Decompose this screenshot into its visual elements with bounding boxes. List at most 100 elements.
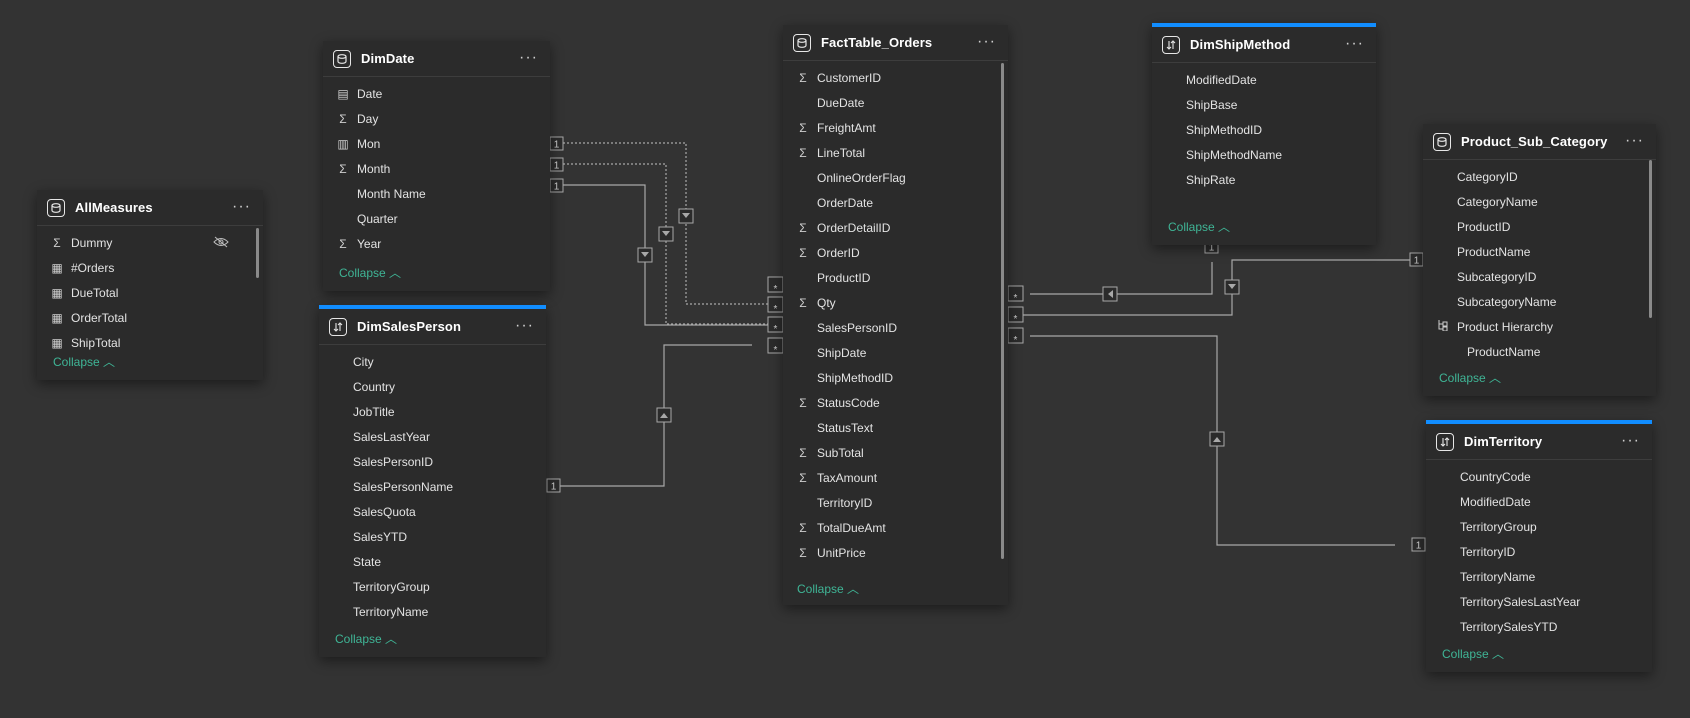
field-row[interactable]: ProductID xyxy=(1423,214,1656,239)
field-row[interactable]: ShipMethodID xyxy=(783,365,1008,390)
hidden-eye-icon[interactable] xyxy=(213,236,229,251)
field-row[interactable]: CategoryID xyxy=(1423,164,1656,189)
field-row[interactable]: ModifiedDate xyxy=(1152,67,1376,92)
field-row[interactable]: TerritoryGroup xyxy=(1426,514,1652,539)
table-header[interactable]: DimSalesPerson ··· xyxy=(319,309,546,345)
more-options-button[interactable]: ··· xyxy=(519,49,538,66)
field-row[interactable]: SubcategoryName xyxy=(1423,289,1656,314)
collapse-button[interactable]: Collapse ︿ xyxy=(1439,371,1502,385)
collapse-button[interactable]: Collapse ︿ xyxy=(1168,220,1231,234)
scrollbar[interactable] xyxy=(1001,63,1004,559)
more-options-button[interactable]: ··· xyxy=(515,317,534,334)
field-row[interactable]: ProductName xyxy=(1423,239,1656,264)
field-row[interactable]: SalesPersonName xyxy=(319,474,546,499)
table-header[interactable]: DimTerritory ··· xyxy=(1426,424,1652,460)
field-row[interactable]: JobTitle xyxy=(319,399,546,424)
table-card-product-sub-category[interactable]: Product_Sub_Category ··· CategoryID Cate… xyxy=(1423,124,1656,396)
relationship-line-shipmethod[interactable] xyxy=(1030,262,1213,295)
field-row[interactable]: ▥Mon xyxy=(323,131,550,156)
more-options-button[interactable]: ··· xyxy=(1621,432,1640,449)
more-options-button[interactable]: ··· xyxy=(232,198,251,215)
field-row[interactable]: ModifiedDate xyxy=(1426,489,1652,514)
relationship-line-dimdate-date-2[interactable] xyxy=(563,163,770,325)
field-row[interactable]: ShipMethodName xyxy=(1152,142,1376,167)
field-row[interactable]: City xyxy=(319,349,546,374)
field-row[interactable]: ▤Date xyxy=(323,81,550,106)
field-row[interactable]: OnlineOrderFlag xyxy=(783,165,1008,190)
field-row[interactable]: SalesQuota xyxy=(319,499,546,524)
more-options-button[interactable]: ··· xyxy=(1625,132,1644,149)
field-row[interactable]: DueDate xyxy=(783,90,1008,115)
field-row[interactable]: State xyxy=(319,549,546,574)
field-row[interactable]: TerritoryName xyxy=(319,599,546,624)
more-options-button[interactable]: ··· xyxy=(1345,35,1364,52)
field-row[interactable]: Country xyxy=(319,374,546,399)
field-row[interactable]: TerritoryID xyxy=(1426,539,1652,564)
field-row[interactable]: SalesPersonID xyxy=(319,449,546,474)
scrollbar[interactable] xyxy=(1649,160,1652,318)
field-row[interactable]: Month Name xyxy=(323,181,550,206)
field-row[interactable]: OrderDate xyxy=(783,190,1008,215)
field-row[interactable]: TerritoryName xyxy=(1426,564,1652,589)
field-row[interactable]: ▦DueTotal xyxy=(37,280,263,305)
more-options-button[interactable]: ··· xyxy=(977,33,996,50)
table-header[interactable]: Product_Sub_Category ··· xyxy=(1423,124,1656,160)
collapse-button[interactable]: Collapse ︿ xyxy=(797,582,860,596)
field-row[interactable]: ShipBase xyxy=(1152,92,1376,117)
field-row[interactable]: ▦OrderTotal xyxy=(37,305,263,330)
relationship-line-dimdate-date-1[interactable] xyxy=(563,142,770,305)
field-row[interactable]: SubcategoryID xyxy=(1423,264,1656,289)
field-row[interactable]: TerritoryGroup xyxy=(319,574,546,599)
table-card-dimshipmethod[interactable]: DimShipMethod ··· ModifiedDate ShipBase … xyxy=(1152,23,1376,245)
table-header[interactable]: DimDate ··· xyxy=(323,41,550,77)
table-header[interactable]: AllMeasures ··· xyxy=(37,190,263,226)
relationship-line-product[interactable] xyxy=(1008,259,1410,316)
field-row[interactable]: SalesLastYear xyxy=(319,424,546,449)
table-header[interactable]: DimShipMethod ··· xyxy=(1152,27,1376,63)
table-header[interactable]: FactTable_Orders ··· xyxy=(783,25,1008,61)
field-row[interactable]: ▦#Orders xyxy=(37,255,263,280)
field-row[interactable]: ShipDate xyxy=(783,340,1008,365)
collapse-button[interactable]: Collapse ︿ xyxy=(339,266,402,280)
collapse-button[interactable]: Collapse ︿ xyxy=(335,632,398,646)
field-row[interactable]: ShipRate xyxy=(1152,167,1376,192)
field-row[interactable]: Quarter xyxy=(323,206,550,231)
field-row[interactable]: TerritorySalesLastYear xyxy=(1426,589,1652,614)
collapse-button[interactable]: Collapse ︿ xyxy=(53,355,116,369)
field-row[interactable]: TerritoryID xyxy=(783,490,1008,515)
field-row[interactable]: ▦ShipTotal xyxy=(37,330,263,355)
table-card-dimsalesperson[interactable]: DimSalesPerson ··· City Country JobTitle… xyxy=(319,305,546,657)
field-row[interactable]: StatusText xyxy=(783,415,1008,440)
field-row[interactable]: Product Hierarchy xyxy=(1423,314,1656,339)
field-row[interactable]: TerritorySalesYTD xyxy=(1426,614,1652,639)
field-row[interactable]: ProductName xyxy=(1423,339,1656,364)
relationship-line-salesperson[interactable] xyxy=(560,344,752,487)
field-row[interactable]: ProductID xyxy=(783,265,1008,290)
field-row[interactable]: SalesYTD xyxy=(319,524,546,549)
field-row[interactable]: CategoryName xyxy=(1423,189,1656,214)
scrollbar[interactable] xyxy=(256,228,259,278)
field-row[interactable]: ShipMethodID xyxy=(1152,117,1376,142)
field-row[interactable]: CountryCode xyxy=(1426,464,1652,489)
table-card-dimterritory[interactable]: DimTerritory ··· CountryCode ModifiedDat… xyxy=(1426,420,1652,672)
field-row[interactable]: SalesPersonID xyxy=(783,315,1008,340)
